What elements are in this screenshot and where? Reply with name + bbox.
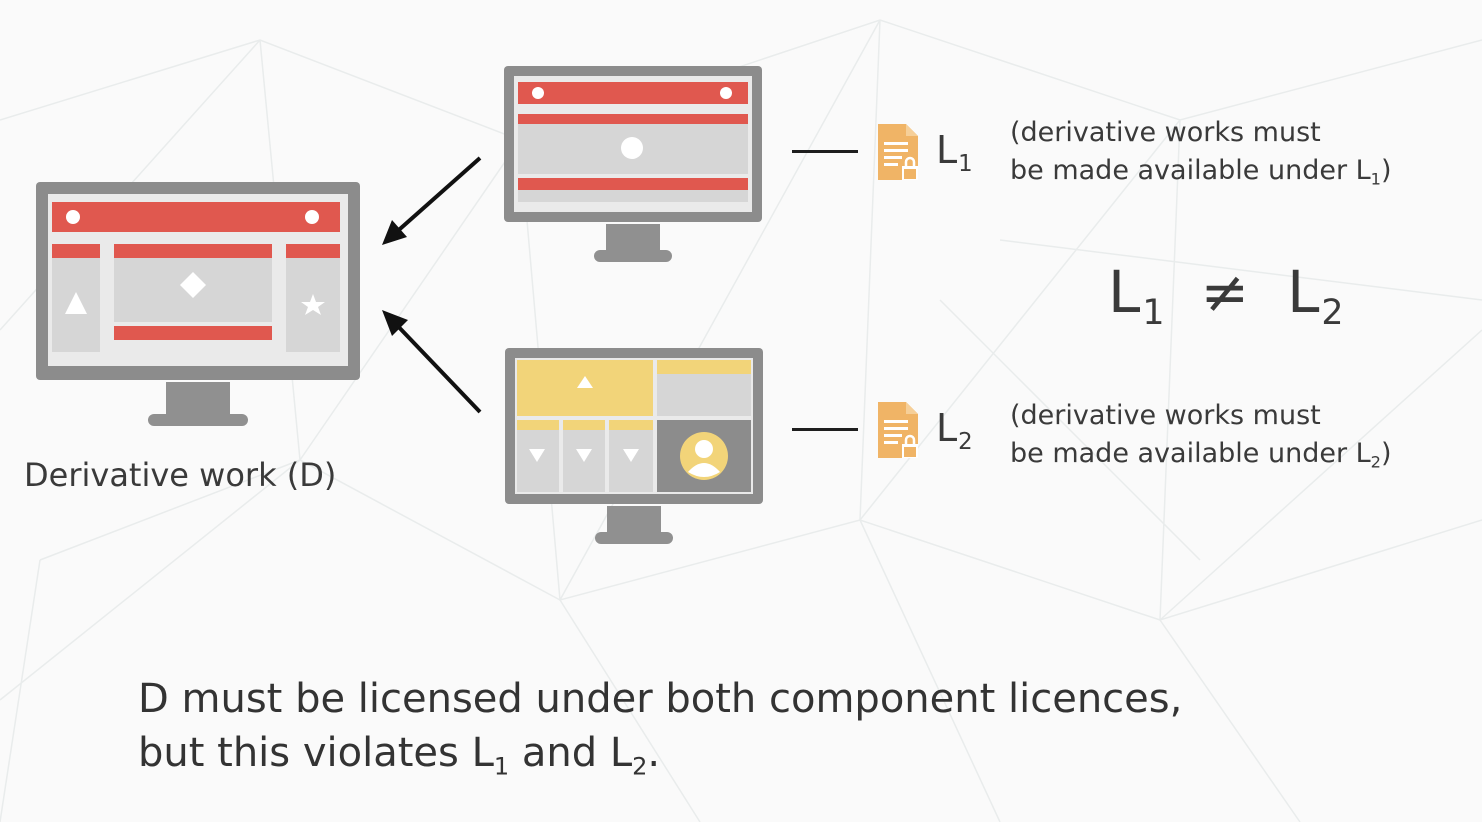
licence2-label: L2 <box>936 406 974 455</box>
licence2-note-line1: (derivative works must <box>1010 400 1321 431</box>
document-lock-icon <box>878 402 918 458</box>
licence1-note-line2: be made available under L1) <box>1010 155 1392 189</box>
licence1-note: (derivative works must be made available… <box>1010 114 1392 199</box>
user-avatar-icon <box>680 432 728 480</box>
derivative-monitor-icon <box>36 182 360 426</box>
licence2-note: (derivative works must be made available… <box>1010 397 1392 482</box>
component1-monitor-icon <box>504 66 762 262</box>
arrow-icon <box>390 156 482 238</box>
connector-line-2 <box>792 428 858 431</box>
licence2-note-line2: be made available under L2) <box>1010 438 1392 472</box>
licence1-label: L1 <box>936 128 974 177</box>
licence1-note-line1: (derivative works must <box>1010 117 1321 148</box>
conclusion-line2: but this violates L1 and L2. <box>138 730 661 781</box>
licence-inequality: L1≠L2 <box>1108 258 1346 334</box>
conclusion-text: D must be licensed under both component … <box>138 672 1182 793</box>
document-lock-icon <box>878 124 918 180</box>
arrow-icon <box>390 318 482 414</box>
conclusion-line1: D must be licensed under both component … <box>138 676 1183 722</box>
arrow-icons <box>382 156 482 414</box>
derivative-caption: Derivative work (D) <box>24 456 337 494</box>
component2-monitor-icon <box>505 348 763 544</box>
connector-line-1 <box>792 150 858 153</box>
arrowhead <box>382 310 408 336</box>
arrowhead <box>382 220 407 245</box>
